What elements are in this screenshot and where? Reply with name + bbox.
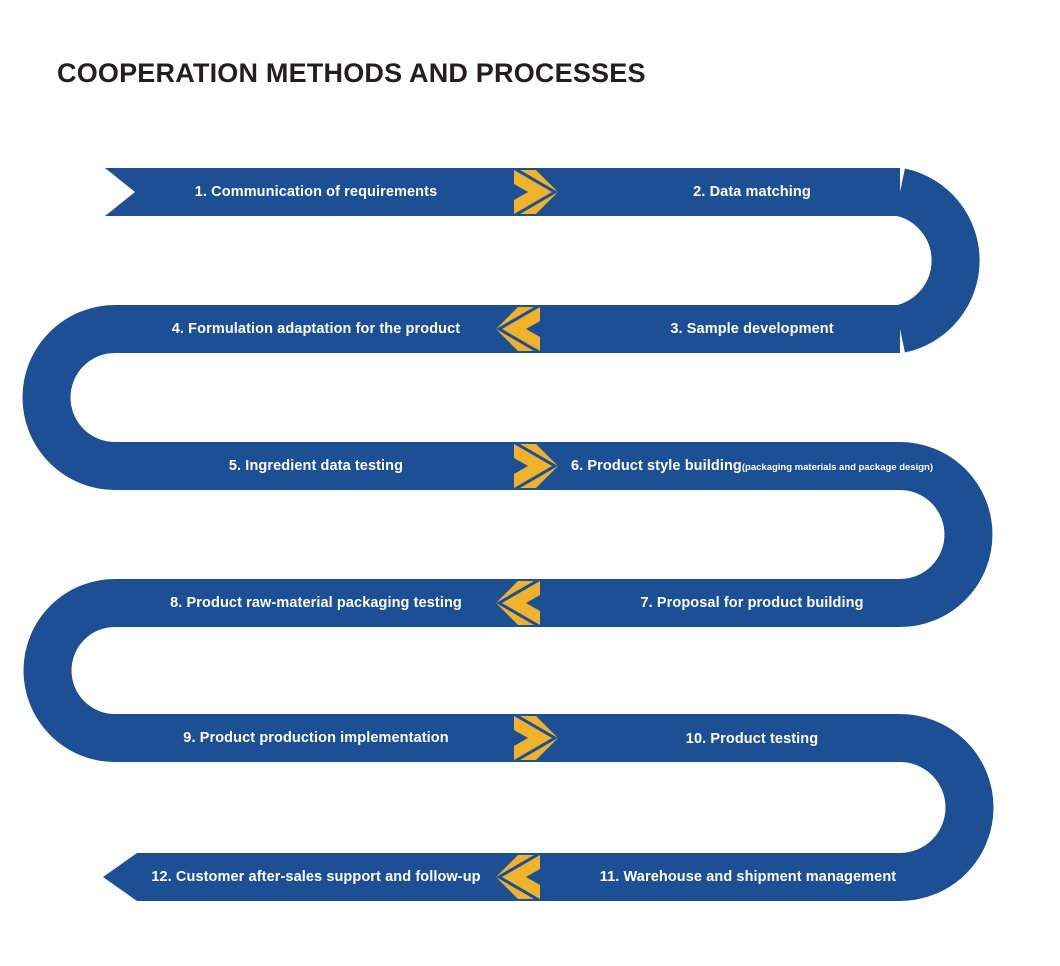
chevron-left-row-6: [502, 855, 540, 899]
row-3-band: [115, 442, 900, 490]
chevron-left-row-4: [502, 581, 540, 625]
chevron-right-row-5: [514, 716, 552, 760]
flow-ribbon: [22, 168, 994, 901]
uturn-left-2: [23, 579, 117, 762]
chevron-right-row-3: [514, 444, 552, 488]
chevron-left-row-6-tip: [496, 855, 534, 899]
flow-chevrons: [496, 170, 558, 899]
chevron-right-row-1-tip: [520, 170, 558, 214]
row-1-band: [105, 168, 900, 216]
uturn-right-1: [894, 168, 980, 353]
chevron-right-row-1: [514, 170, 552, 214]
uturn-right-2: [898, 442, 993, 627]
row-5-band: [115, 714, 900, 762]
page-title: COOPERATION METHODS AND PROCESSES: [57, 58, 646, 88]
row-6-band: [103, 853, 900, 901]
chevron-right-row-5-tip: [520, 716, 558, 760]
chevron-left-row-2: [502, 307, 540, 351]
uturn-left-1: [22, 305, 117, 490]
chevron-right-row-3-tip: [520, 444, 558, 488]
chevron-left-row-4-tip: [496, 581, 534, 625]
uturn-right-3: [899, 714, 994, 901]
chevron-left-row-2-tip: [496, 307, 534, 351]
